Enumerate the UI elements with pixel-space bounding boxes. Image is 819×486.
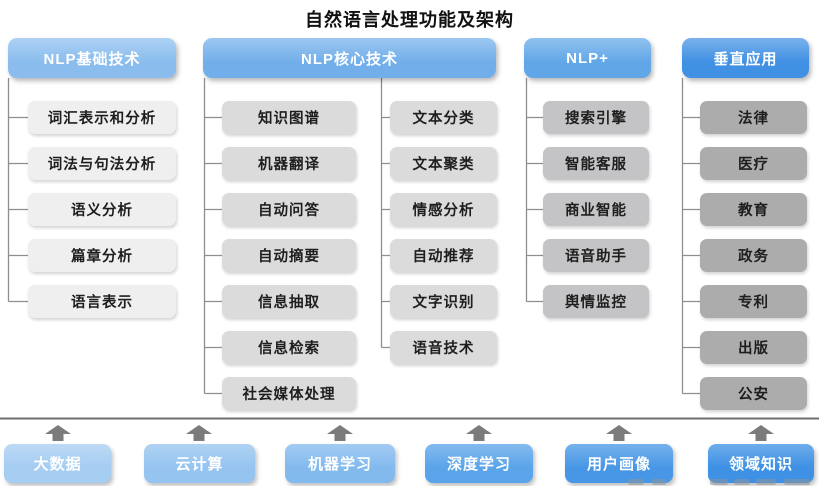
node-voice-assistant: 语音助手 [543,239,649,272]
column1-connector [7,78,28,303]
node-text-clustering: 文本聚类 [390,147,497,180]
diagram-title: 自然语言处理功能及架构 [305,10,514,30]
column4-connector [681,78,700,395]
foundation-domain-knowledge: 领域知识 [708,444,814,483]
up-arrow-icon [606,425,632,441]
watermark-fragment [784,479,810,485]
column-header-nlp-basic: NLP基础技术 [8,38,176,78]
watermark-fragment [652,479,666,485]
node-smart-customer-service: 智能客服 [543,147,649,180]
node-knowledge-graph: 知识图谱 [222,101,356,134]
node-social-media-processing: 社会媒体处理 [222,377,356,410]
node-patent: 专利 [700,285,807,318]
watermark-fragment [734,479,750,485]
foundation-machine-learning: 机器学习 [285,444,395,483]
watermark-fragment [710,479,728,485]
column2-right-connector [380,78,390,349]
foundation-big-data: 大数据 [4,444,111,483]
node-speech-technology: 语音技术 [390,331,497,364]
column-header-vertical-app: 垂直应用 [682,38,809,78]
up-arrow-icon [186,425,212,441]
node-public-security: 公安 [700,377,807,410]
node-medical: 医疗 [700,147,807,180]
node-info-retrieval: 信息检索 [222,331,356,364]
node-ocr: 文字识别 [390,285,497,318]
watermark-fragment [756,479,776,485]
foundation-user-profiling: 用户画像 [565,444,673,483]
up-arrow-icon [466,425,492,441]
node-sentiment-analysis: 情感分析 [390,193,497,226]
node-education: 教育 [700,193,807,226]
node-machine-translation: 机器翻译 [222,147,356,180]
node-publishing: 出版 [700,331,807,364]
up-arrow-icon [748,425,774,441]
node-opinion-monitoring: 舆情监控 [543,285,649,318]
node-morph-syntax-analysis: 词法与句法分析 [28,147,176,180]
node-info-extraction: 信息抽取 [222,285,356,318]
node-auto-recommendation: 自动推荐 [390,239,497,272]
up-arrow-icon [327,425,353,441]
node-legal: 法律 [700,101,807,134]
node-auto-summary: 自动摘要 [222,239,356,272]
node-search-engine: 搜索引擎 [543,101,649,134]
node-lexical-representation: 词汇表示和分析 [28,101,176,134]
node-semantic-analysis: 语义分析 [28,193,176,226]
node-government: 政务 [700,239,807,272]
watermark-fragment [628,479,644,485]
node-language-representation: 语言表示 [28,285,176,318]
node-business-intelligence: 商业智能 [543,193,649,226]
node-text-classification: 文本分类 [390,101,497,134]
up-arrow-icon [45,425,71,441]
column2-left-connector [203,78,222,395]
column-header-nlp-plus: NLP+ [524,38,651,78]
node-auto-qa: 自动问答 [222,193,356,226]
node-discourse-analysis: 篇章分析 [28,239,176,272]
foundation-deep-learning: 深度学习 [425,444,533,483]
column3-connector [525,78,543,303]
foundation-cloud-computing: 云计算 [144,444,255,483]
column-header-nlp-core: NLP核心技术 [203,38,496,78]
